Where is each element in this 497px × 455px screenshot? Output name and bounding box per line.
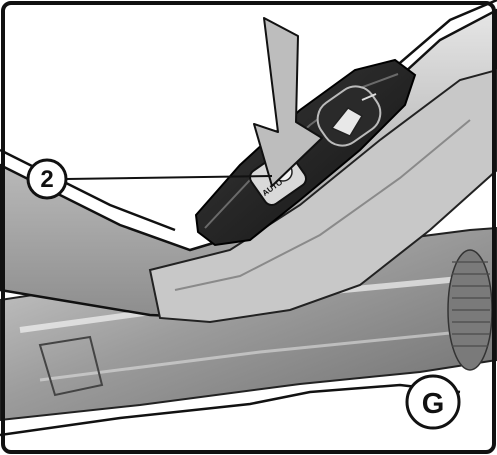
control-panel-rim <box>204 73 399 229</box>
figure-letter-badge <box>405 374 461 430</box>
step-number-badge <box>26 158 68 200</box>
outline-lower <box>0 383 461 437</box>
grip-region <box>148 68 497 324</box>
tube-window <box>38 335 104 397</box>
power-slider-icon[interactable] <box>310 79 388 154</box>
down-arrow-icon <box>253 17 323 187</box>
dust-bowl-highlight-2 <box>39 328 481 382</box>
filter-ridges <box>452 261 490 347</box>
grip-inner-line <box>174 119 471 291</box>
step-number: 2 <box>40 166 53 193</box>
callout-leader <box>65 175 273 180</box>
figure-letter: G <box>422 388 445 420</box>
